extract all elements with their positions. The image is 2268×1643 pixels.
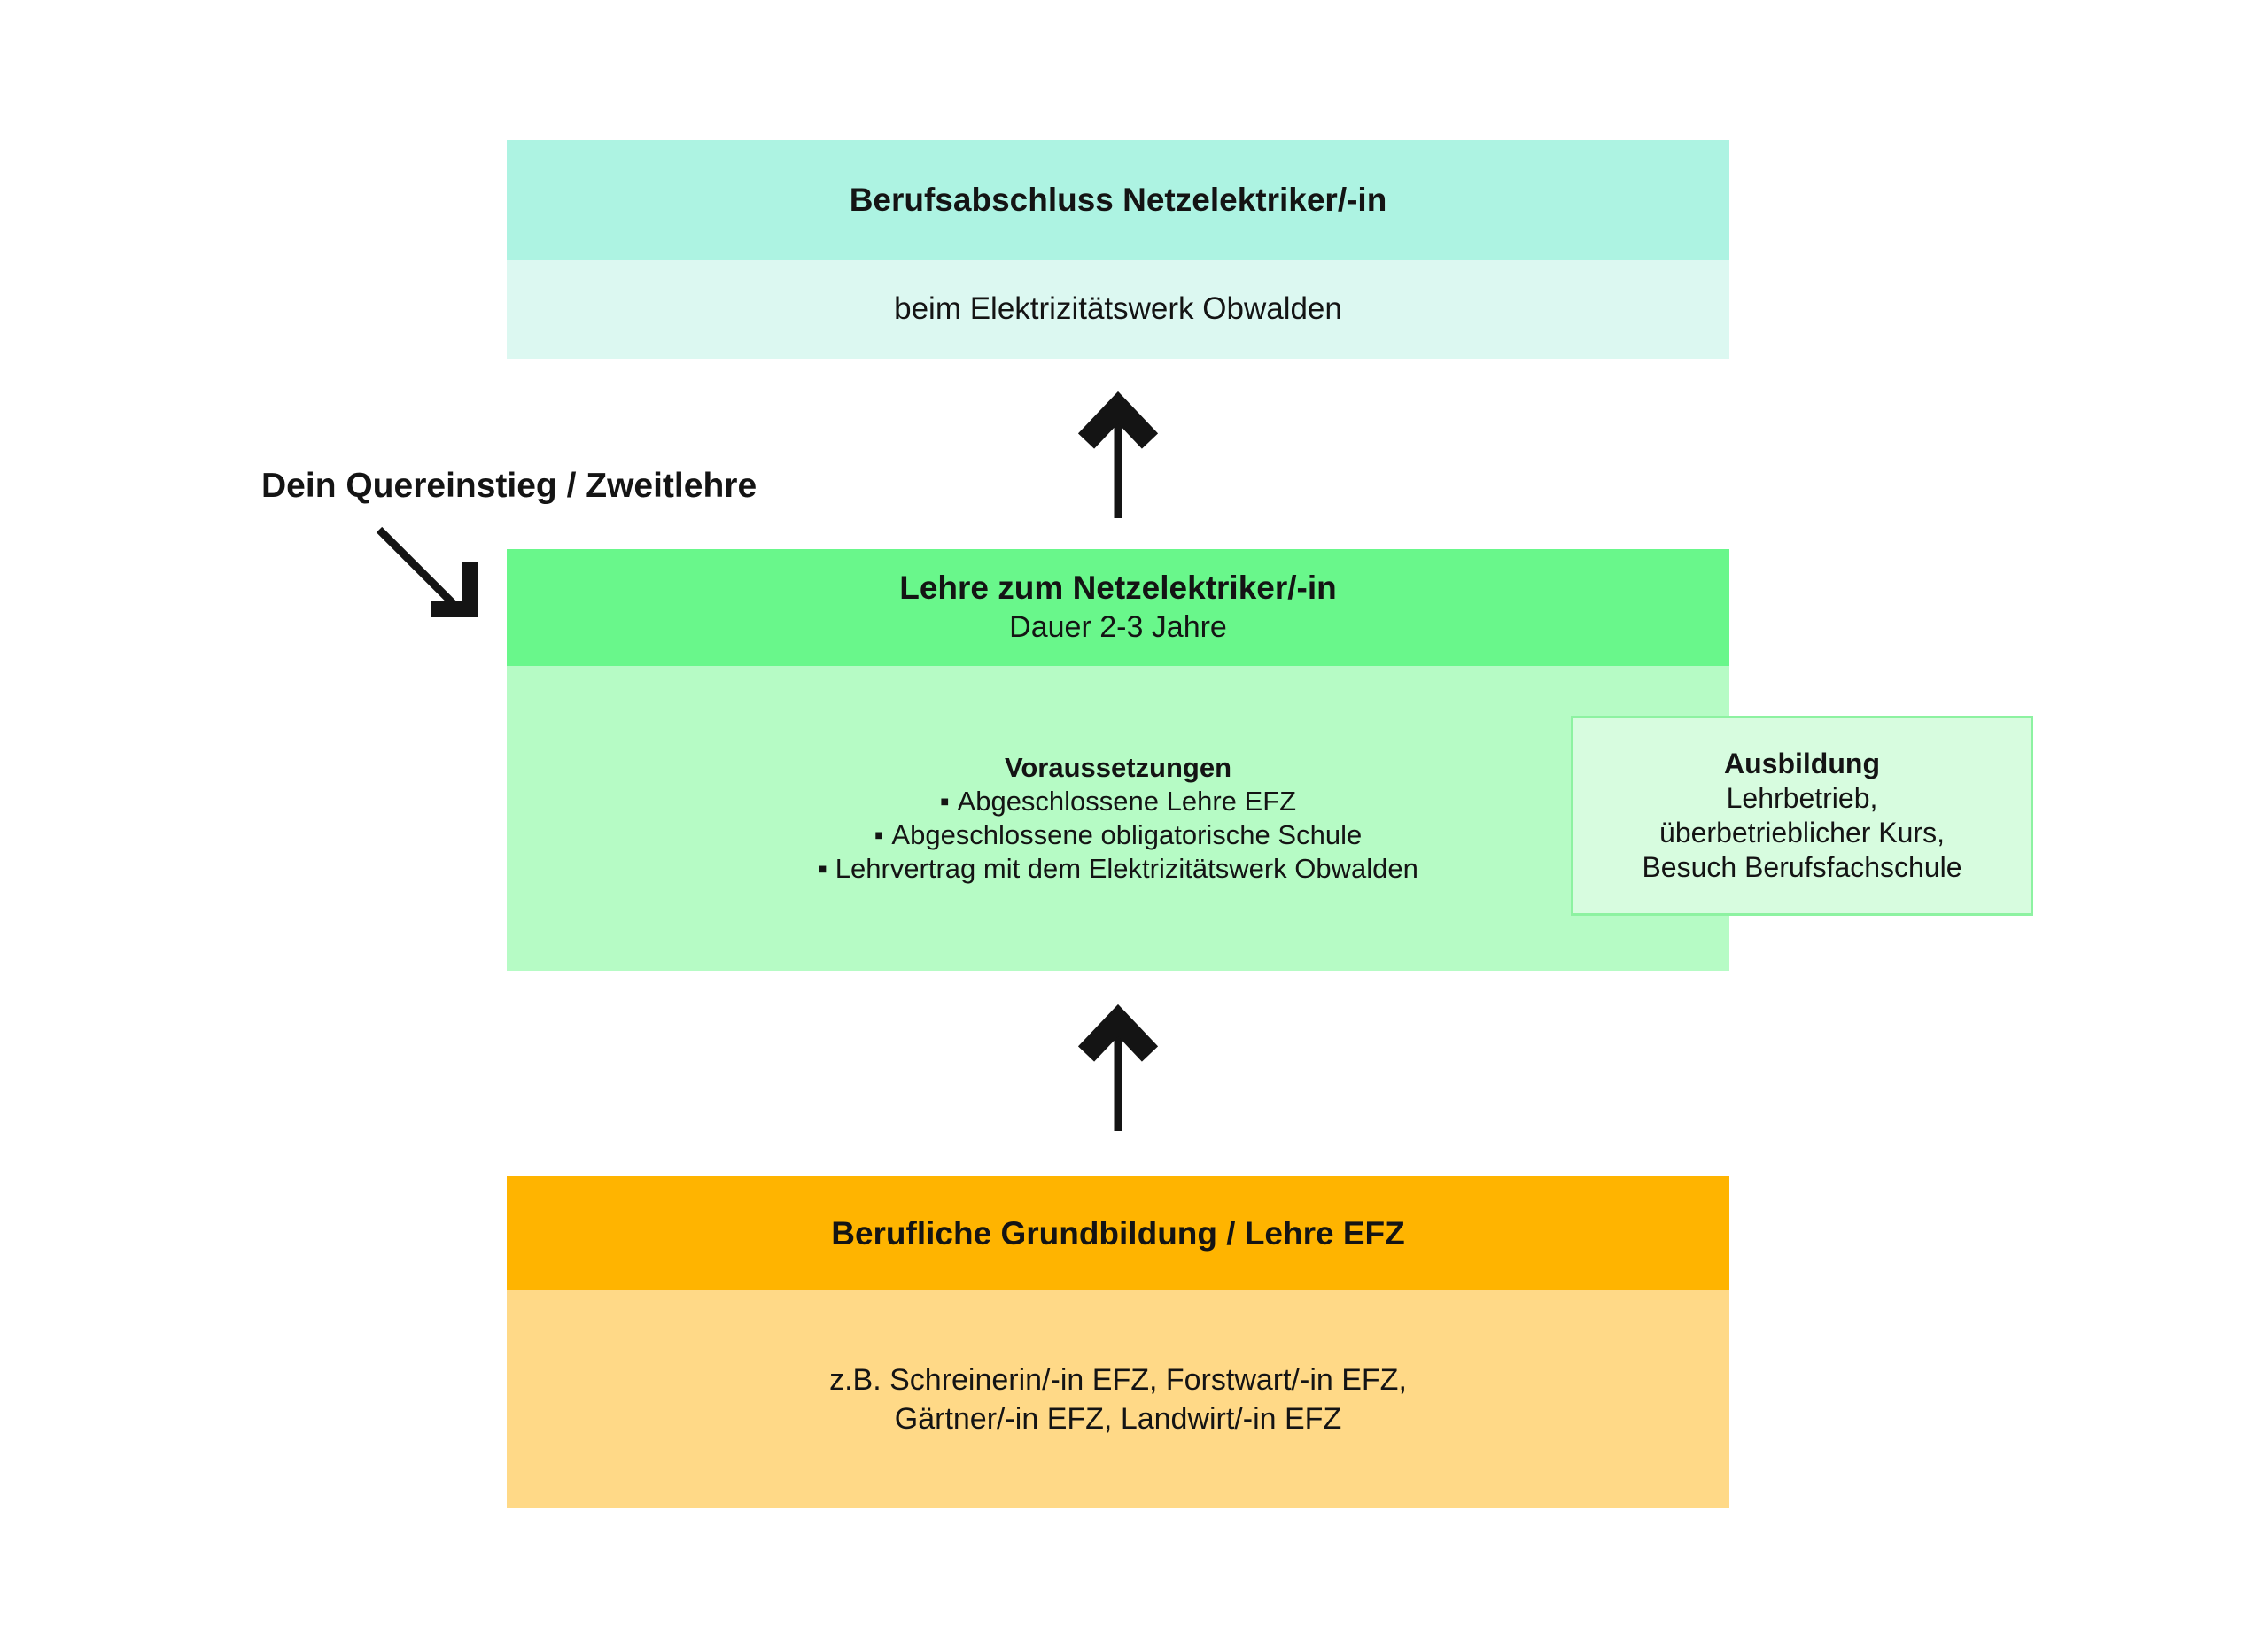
arrow-down-right-icon	[372, 521, 487, 623]
berufsabschluss-box: Berufsabschluss Netzelektriker/-in beim …	[507, 140, 1729, 359]
arrow-up-icon	[1063, 1001, 1173, 1134]
bullet-icon: ▪	[939, 786, 950, 817]
requirement-item: ▪ Lehrvertrag mit dem Elektrizitätswerk …	[818, 852, 1418, 886]
grundbildung-box: Berufliche Grundbildung / Lehre EFZ z.B.…	[507, 1176, 1729, 1508]
grundbildung-title: Berufliche Grundbildung / Lehre EFZ	[831, 1214, 1405, 1252]
requirement-text: Abgeschlossene Lehre EFZ	[957, 786, 1297, 817]
arrow-up-icon	[1063, 388, 1173, 521]
requirement-text: Abgeschlossene obligatorische Schule	[891, 819, 1363, 850]
voraussetzungen-title: Voraussetzungen	[1004, 752, 1232, 783]
grundbildung-body: z.B. Schreinerin/-in EFZ, Forstwart/-in …	[507, 1290, 1729, 1508]
ausbildung-line: Besuch Berufsfachschule	[1642, 851, 1962, 883]
lehre-title: Lehre zum Netzelektriker/-in	[899, 570, 1337, 606]
berufsabschluss-body: beim Elektrizitätswerk Obwalden	[507, 260, 1729, 359]
grundbildung-examples-line1: z.B. Schreinerin/-in EFZ, Forstwart/-in …	[829, 1363, 1407, 1397]
requirement-text: Lehrvertrag mit dem Elektrizitätswerk Ob…	[835, 853, 1418, 884]
quereinstieg-label: Dein Quereinstieg / Zweitlehre	[261, 467, 757, 505]
bullet-icon: ▪	[818, 853, 828, 884]
grundbildung-header: Berufliche Grundbildung / Lehre EFZ	[507, 1176, 1729, 1290]
ausbildung-line: überbetrieblicher Kurs,	[1659, 817, 1945, 849]
lehre-duration: Dauer 2-3 Jahre	[1009, 610, 1227, 644]
ausbildung-title: Ausbildung	[1724, 748, 1880, 779]
ausbildung-line: Lehrbetrieb,	[1726, 782, 1878, 814]
ausbildung-box: Ausbildung Lehrbetrieb, überbetriebliche…	[1571, 716, 2033, 916]
berufsabschluss-title: Berufsabschluss Netzelektriker/-in	[849, 181, 1387, 218]
lehre-header: Lehre zum Netzelektriker/-in Dauer 2-3 J…	[507, 549, 1729, 666]
requirement-item: ▪ Abgeschlossene obligatorische Schule	[874, 818, 1362, 852]
lehre-body: Voraussetzungen ▪ Abgeschlossene Lehre E…	[507, 666, 1729, 971]
requirement-item: ▪ Abgeschlossene Lehre EFZ	[940, 785, 1296, 818]
berufsabschluss-body-text: beim Elektrizitätswerk Obwalden	[894, 291, 1342, 326]
berufsabschluss-header: Berufsabschluss Netzelektriker/-in	[507, 140, 1729, 260]
grundbildung-examples-line2: Gärtner/-in EFZ, Landwirt/-in EFZ	[894, 1402, 1342, 1436]
bullet-icon: ▪	[874, 819, 884, 850]
lehre-box: Lehre zum Netzelektriker/-in Dauer 2-3 J…	[507, 549, 1729, 971]
